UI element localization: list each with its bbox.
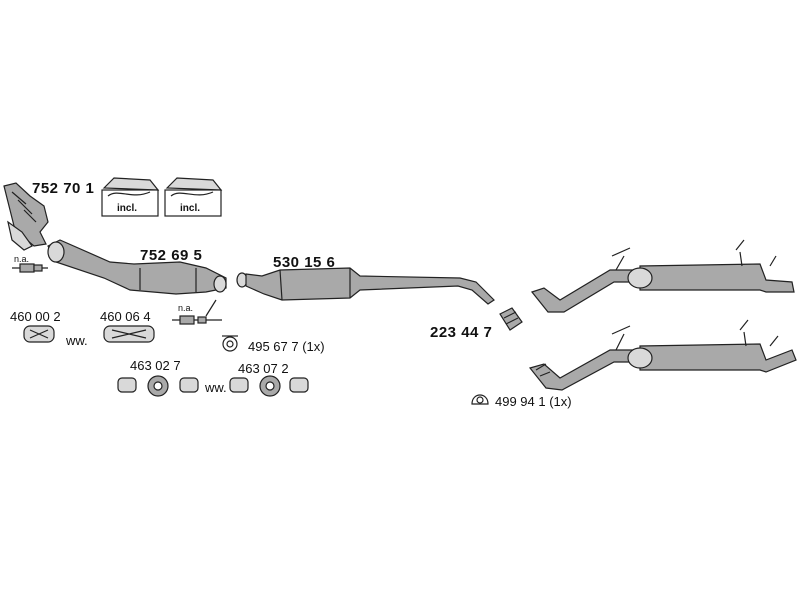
rear-silencer-lower bbox=[528, 319, 797, 391]
gasket-2 bbox=[103, 325, 155, 343]
rear-silencer-upper bbox=[530, 239, 795, 313]
part-number-clamp-b: 463 07 2 bbox=[238, 361, 289, 376]
clamp-set-1 bbox=[117, 375, 199, 397]
kit-box-2 bbox=[164, 177, 223, 217]
ww-note-2: ww. bbox=[205, 380, 227, 395]
middle-silencer bbox=[236, 267, 495, 305]
part-number-middle-silencer: 530 15 6 bbox=[273, 254, 336, 271]
oxygen-sensor-1 bbox=[12, 263, 48, 273]
kit-included-label-2: incl. bbox=[180, 203, 201, 214]
kit-included-label-1: incl. bbox=[117, 203, 138, 214]
kit-box-1 bbox=[101, 177, 160, 217]
part-number-clamp-a: 463 02 7 bbox=[130, 358, 181, 373]
clamp-set-2 bbox=[229, 375, 309, 397]
mounting-2 bbox=[471, 394, 489, 405]
part-number-catalyst: 752 69 5 bbox=[140, 247, 203, 264]
part-number-gasket-a: 460 00 2 bbox=[10, 309, 61, 324]
part-number-connector: 223 44 7 bbox=[430, 324, 493, 341]
part-number-gasket-b: 460 06 4 bbox=[100, 309, 151, 324]
mounting-1 bbox=[222, 335, 238, 352]
not-available-note-1: n.a. bbox=[14, 254, 30, 264]
part-number-mounting-a: 495 67 7 (1x) bbox=[248, 339, 325, 354]
exhaust-manifold bbox=[3, 182, 49, 251]
ww-note-1: ww. bbox=[66, 333, 88, 348]
oxygen-sensor-2 bbox=[172, 299, 222, 325]
gasket-1 bbox=[23, 325, 55, 343]
part-number-manifold: 752 70 1 bbox=[32, 180, 95, 197]
connector-part bbox=[499, 307, 523, 331]
catalytic-converter bbox=[47, 239, 227, 295]
part-number-mounting-b: 499 94 1 (1x) bbox=[495, 394, 572, 409]
not-available-note-2: n.a. bbox=[178, 303, 194, 313]
